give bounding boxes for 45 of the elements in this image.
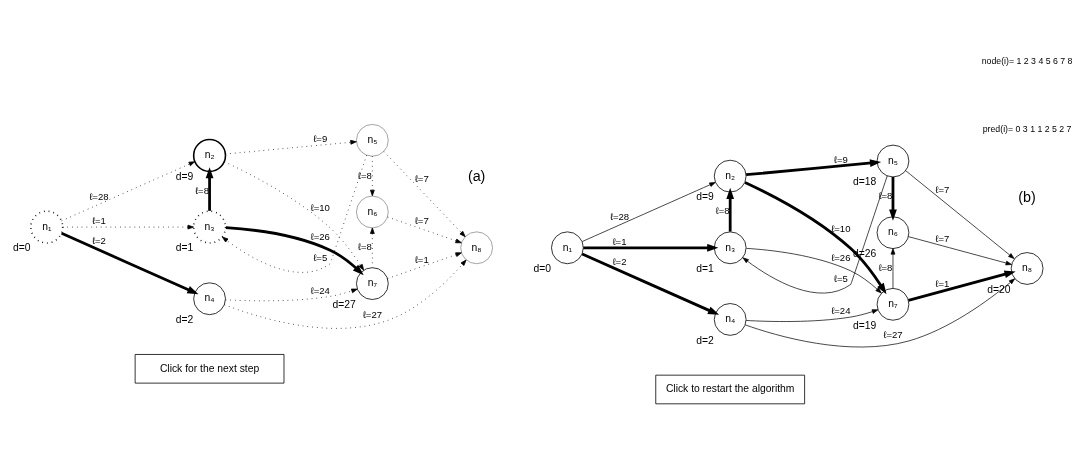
edge-label: ℓ=1: [414, 253, 429, 265]
edge-label: ℓ=1: [935, 278, 950, 290]
edge-label: ℓ=7: [414, 173, 429, 185]
label: pred(i)= 0 3 1 1 2 5 2 7: [982, 124, 1072, 135]
edge-label: ℓ=24: [310, 284, 330, 296]
edge-label: ℓ=8: [357, 241, 372, 253]
edge-label: ℓ=1: [612, 236, 627, 248]
edge-label: ℓ=2: [612, 255, 627, 267]
label: (a): [467, 168, 486, 185]
edge-label: ℓ=28: [89, 190, 109, 202]
node-label: d=27: [332, 298, 356, 310]
node-label: d=0: [533, 262, 552, 274]
edge-label: ℓ=26: [831, 252, 851, 263]
label: node(i)= 1 2 3 4 5 6 7 8: [981, 55, 1073, 66]
edge-label: ℓ=28: [609, 211, 630, 223]
node-label: d=0: [12, 242, 31, 254]
edge-label: ℓ=26: [310, 231, 330, 243]
edge-label: ℓ=1: [91, 215, 106, 227]
edge-label: ℓ=27: [362, 308, 382, 320]
node-label: d=19: [853, 319, 877, 331]
node-label: d=9: [175, 170, 194, 182]
edge-label: ℓ=8: [715, 205, 730, 217]
node-label: d=1: [696, 262, 714, 274]
edge-label: ℓ=24: [831, 305, 851, 317]
edge-label: ℓ=5: [313, 252, 328, 263]
edge-label: ℓ=7: [414, 215, 429, 227]
edge-label: ℓ=9: [313, 133, 328, 145]
edge-label: ℓ=2: [91, 235, 106, 247]
node-label: d=1: [175, 242, 194, 254]
edge-label: ℓ=8: [878, 261, 893, 273]
edge-label: ℓ=5: [833, 272, 848, 284]
edge-label: ℓ=9: [833, 154, 848, 166]
node-label: d=9: [696, 191, 714, 203]
edge-label: ℓ=27: [883, 329, 903, 341]
edge-label: ℓ=8: [357, 169, 372, 181]
edge-label: ℓ=10: [310, 201, 330, 213]
edge-label: ℓ=7: [935, 232, 950, 244]
node-label: d=2: [175, 313, 194, 325]
node-label: d=2: [696, 334, 714, 346]
node-label: d=18: [853, 176, 877, 188]
edge-label: ℓ=8: [878, 190, 893, 202]
edge-label: ℓ=7: [935, 184, 950, 196]
edge-label: ℓ=10: [831, 222, 851, 234]
node-label: d=20: [987, 283, 1011, 295]
label: (b): [1018, 188, 1036, 205]
